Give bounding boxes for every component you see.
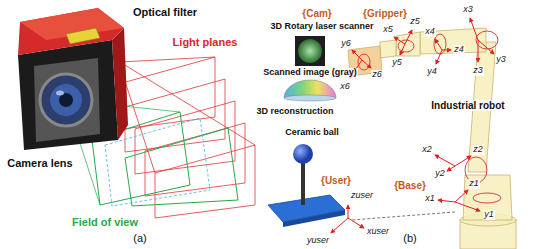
ceramic-ball <box>293 144 313 164</box>
axis-arrow <box>438 200 455 202</box>
part-label: Light planes <box>172 36 239 48</box>
axis-arrow <box>362 60 371 68</box>
axis-label: yuser <box>306 236 330 246</box>
axis-arrow <box>455 202 480 211</box>
axis-arrow <box>447 166 455 171</box>
axis-label: x4 <box>424 27 436 37</box>
axis-label: zuser <box>350 191 374 201</box>
axis-arrow <box>348 218 364 228</box>
joint-cylinder <box>358 54 370 70</box>
axis-arrow <box>352 50 362 60</box>
industrial-robot <box>348 28 516 249</box>
frame-link <box>352 212 455 220</box>
axis-label: z5 <box>409 17 421 27</box>
frame-label: {Gripper} <box>362 8 408 19</box>
scanned-ball <box>298 39 322 63</box>
axis-arrow <box>405 30 412 44</box>
light-plane <box>145 123 245 196</box>
axis-label: x6 <box>339 82 351 92</box>
axis-arrow <box>435 155 455 166</box>
axis-arrow <box>455 190 468 202</box>
ball-stem <box>301 160 305 205</box>
light-plane <box>135 101 235 174</box>
scanner-housing <box>18 8 124 55</box>
axis-label: xuser <box>366 227 390 237</box>
camera-lens <box>40 74 92 126</box>
axis-label: z1 <box>468 179 480 189</box>
ball-stand-side <box>283 210 345 227</box>
axis-label: y4 <box>426 67 438 77</box>
part-label: Camera lens <box>6 157 73 169</box>
light-ray <box>120 57 215 62</box>
robot-wrist <box>396 32 420 56</box>
axis-arrow <box>478 40 479 62</box>
scanner-side <box>112 28 128 140</box>
axis-arrow <box>435 39 442 50</box>
axis-arrow <box>394 37 405 44</box>
axis-arrow <box>348 205 349 218</box>
panel-label: (a) <box>132 232 147 244</box>
robot-gripper <box>380 40 396 58</box>
axis-label: z2 <box>472 145 484 155</box>
axis-label: x3 <box>462 5 474 15</box>
light-plane <box>125 79 225 152</box>
part-label: Optical filter <box>132 6 198 18</box>
axis-label: z6 <box>371 70 383 80</box>
axis-label: x2 <box>421 145 433 155</box>
light-ray <box>120 62 255 145</box>
axis-arrow <box>442 50 451 51</box>
lens-glass <box>50 84 82 116</box>
part-label: Industrial robot <box>430 100 505 111</box>
axis-arrow <box>470 18 478 40</box>
frame-label: {Cam} <box>301 8 332 19</box>
optical-filter <box>66 28 100 44</box>
scanner-body <box>18 40 118 150</box>
axis-label: z4 <box>453 45 465 55</box>
coordinate-frames <box>331 18 494 233</box>
joint-markers <box>358 31 501 203</box>
axis-label: y5 <box>391 58 403 68</box>
axis-label: y2 <box>434 169 446 179</box>
part-label: 3D reconstruction <box>255 107 334 117</box>
lens-frame <box>34 58 100 142</box>
part-label: 3D Rotary laser scanner <box>269 22 374 32</box>
axis-label: y6 <box>340 39 352 49</box>
axis-label: z3 <box>472 66 484 76</box>
axis-arrow <box>436 50 442 64</box>
axis-label: y1 <box>483 210 495 220</box>
scanned-image <box>295 36 325 66</box>
frame-label: {User} <box>320 175 352 186</box>
joint-cylinder <box>473 193 501 203</box>
axis-label: x1 <box>424 194 436 204</box>
scanner-device <box>18 8 128 150</box>
reconstruction-rim <box>284 95 336 101</box>
panel-label: (b) <box>402 232 417 244</box>
part-label: Field of view <box>71 216 139 228</box>
axis-arrow <box>331 218 348 233</box>
frame-label: {Base} <box>393 180 427 191</box>
axis-arrow <box>455 156 471 166</box>
axis-arrow <box>478 40 494 54</box>
joint-cylinder <box>476 31 498 49</box>
axis-arrow <box>400 44 405 55</box>
axis-label: x5 <box>382 25 394 35</box>
joint-cylinder <box>434 34 446 54</box>
part-label: Scanned image (gray) <box>262 68 358 78</box>
robot-turret <box>463 175 512 220</box>
lens-highlight <box>56 91 64 96</box>
part-label: Ceramic ball <box>284 128 340 138</box>
axis-label: y3 <box>495 55 507 65</box>
